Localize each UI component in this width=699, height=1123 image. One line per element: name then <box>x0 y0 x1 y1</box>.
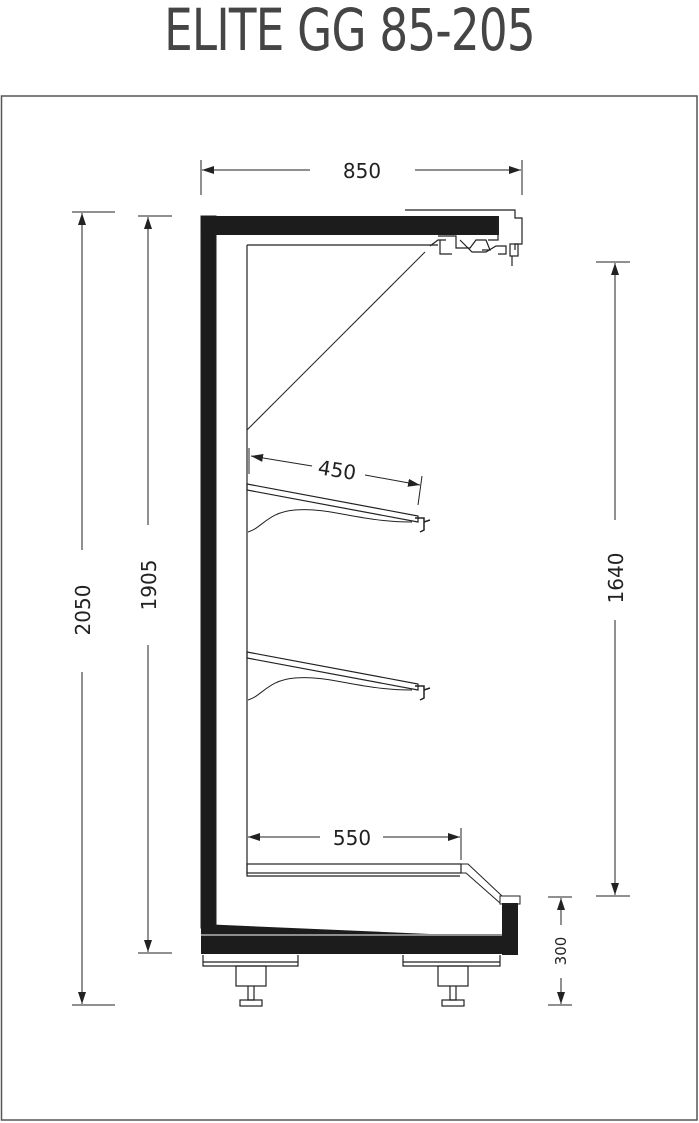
drawing-title: ELITE GG 85-205 <box>164 0 536 64</box>
dimension-width-label: 850 <box>343 159 381 183</box>
dimension-inner-height-label: 1905 <box>137 560 161 611</box>
dimension-base-height: 300 <box>548 896 572 1006</box>
inner-back-panel <box>246 244 460 877</box>
cabinet-frame <box>200 215 521 955</box>
dimension-display-height: 1640 <box>596 261 630 897</box>
canopy-light-fixture <box>405 209 523 266</box>
dimension-shelf-depth-label: 450 <box>316 455 357 485</box>
support-feet <box>202 955 501 1007</box>
dimension-width: 850 <box>200 159 523 195</box>
dimension-base-height-label: 300 <box>552 937 570 966</box>
shelf-upper: 450 <box>246 448 431 533</box>
shelf-lower <box>246 651 431 701</box>
dimension-total-height: 2050 <box>71 211 115 1006</box>
dimension-base-depth-label: 550 <box>333 826 371 850</box>
dimension-total-height-label: 2050 <box>71 585 95 636</box>
dimension-inner-height: 1905 <box>137 215 172 954</box>
base-deck: 550 <box>246 826 503 904</box>
dimension-display-height-label: 1640 <box>604 553 628 604</box>
drawing-border <box>0 95 698 1121</box>
